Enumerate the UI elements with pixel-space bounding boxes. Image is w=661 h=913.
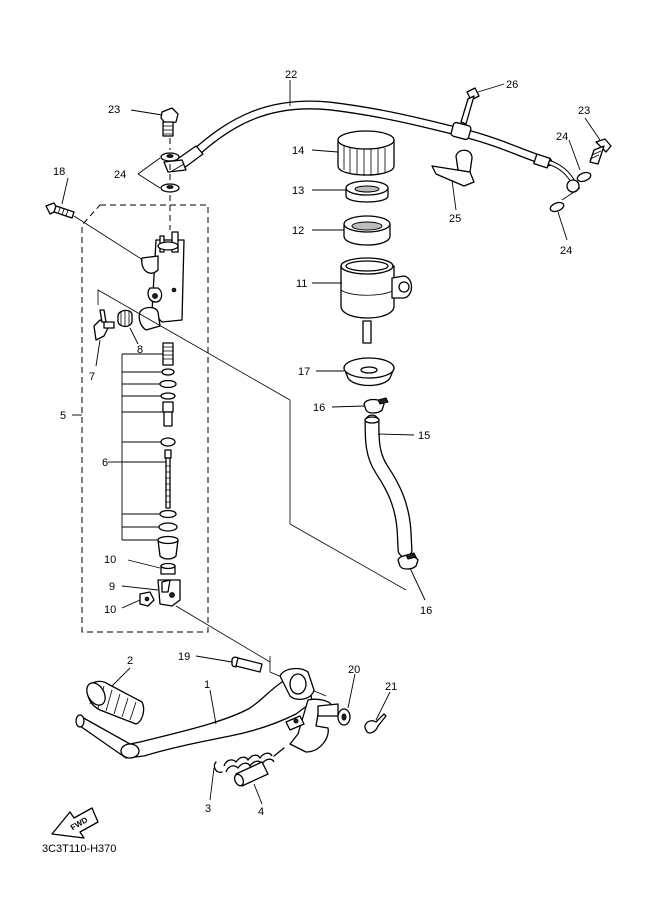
return-spring-part-3 <box>213 747 285 773</box>
callout-3: 3 <box>205 803 211 815</box>
washer-part-20 <box>337 708 351 726</box>
union-bolt-part-23-left <box>160 107 179 137</box>
callout-6: 6 <box>102 457 108 469</box>
callout-11: 11 <box>296 278 307 290</box>
clevis-part-9 <box>157 579 181 607</box>
cotter-pin-part-21 <box>364 713 387 734</box>
diaphragm-part-12 <box>343 215 391 246</box>
bleed-cap-part-8 <box>117 309 133 328</box>
forward-direction-arrow: FWD <box>51 807 99 839</box>
callout-20: 20 <box>348 664 360 676</box>
callout-17: 17 <box>298 366 310 378</box>
callout-4: 4 <box>258 806 264 818</box>
callout-23-right: 23 <box>578 105 590 117</box>
callout-21: 21 <box>385 681 397 693</box>
callout-10-bottom: 10 <box>104 604 116 616</box>
washer-part-24-right <box>549 171 592 213</box>
callout-9: 9 <box>109 581 115 593</box>
diagram-code: 3C3T110-H370 <box>42 843 116 855</box>
hose-bracket-part-25 <box>431 149 475 187</box>
clevis-pin-part-19 <box>231 656 263 673</box>
callout-26: 26 <box>506 79 518 91</box>
brake-pedal-part-1 <box>75 667 339 759</box>
callout-2: 2 <box>127 655 133 667</box>
callout-24-right-top: 24 <box>556 131 568 143</box>
master-cylinder-kit-part-6 <box>157 342 179 560</box>
callout-18: 18 <box>53 166 65 178</box>
callout-13: 13 <box>292 185 304 197</box>
pedal-sleeve-part-4 <box>233 761 269 787</box>
bleed-screw-part-7 <box>93 309 115 341</box>
callout-15: 15 <box>418 430 430 442</box>
callout-10-top: 10 <box>104 554 116 566</box>
callout-24-right-bottom: 24 <box>560 245 572 257</box>
callout-22: 22 <box>285 69 297 81</box>
reservoir-cover-part-17 <box>343 357 395 387</box>
locknut-part-10-top <box>160 562 176 575</box>
callout-19: 19 <box>178 651 190 663</box>
washer-part-24-left <box>160 152 180 193</box>
diaphragm-plate-part-13 <box>345 180 389 203</box>
callout-25: 25 <box>449 213 461 225</box>
callout-7: 7 <box>89 371 95 383</box>
callout-16-top: 16 <box>313 402 325 414</box>
callout-23-left: 23 <box>108 104 120 116</box>
locknut-part-10-bottom <box>139 591 155 607</box>
callout-8: 8 <box>137 344 143 356</box>
reservoir-cap-part-14 <box>337 130 395 176</box>
callout-14: 14 <box>292 145 304 157</box>
hose-clamp-bolt-part-26 <box>460 87 480 125</box>
master-cylinder-body <box>138 231 185 331</box>
callout-5: 5 <box>60 410 66 422</box>
hose-clip-part-16-bottom <box>397 552 419 570</box>
callout-16-bottom: 16 <box>420 605 432 617</box>
reservoir-hose-part-15 <box>364 414 413 558</box>
pedal-rubber-part-2 <box>86 680 145 725</box>
hose-clip-part-16-top <box>363 397 389 414</box>
union-bolt-part-23-right <box>589 138 612 165</box>
callout-24-left: 24 <box>114 169 126 181</box>
reservoir-tank-part-11 <box>340 257 413 344</box>
callout-12: 12 <box>292 225 304 237</box>
callout-1: 1 <box>204 679 210 691</box>
mounting-bolt-part-18 <box>45 202 75 219</box>
